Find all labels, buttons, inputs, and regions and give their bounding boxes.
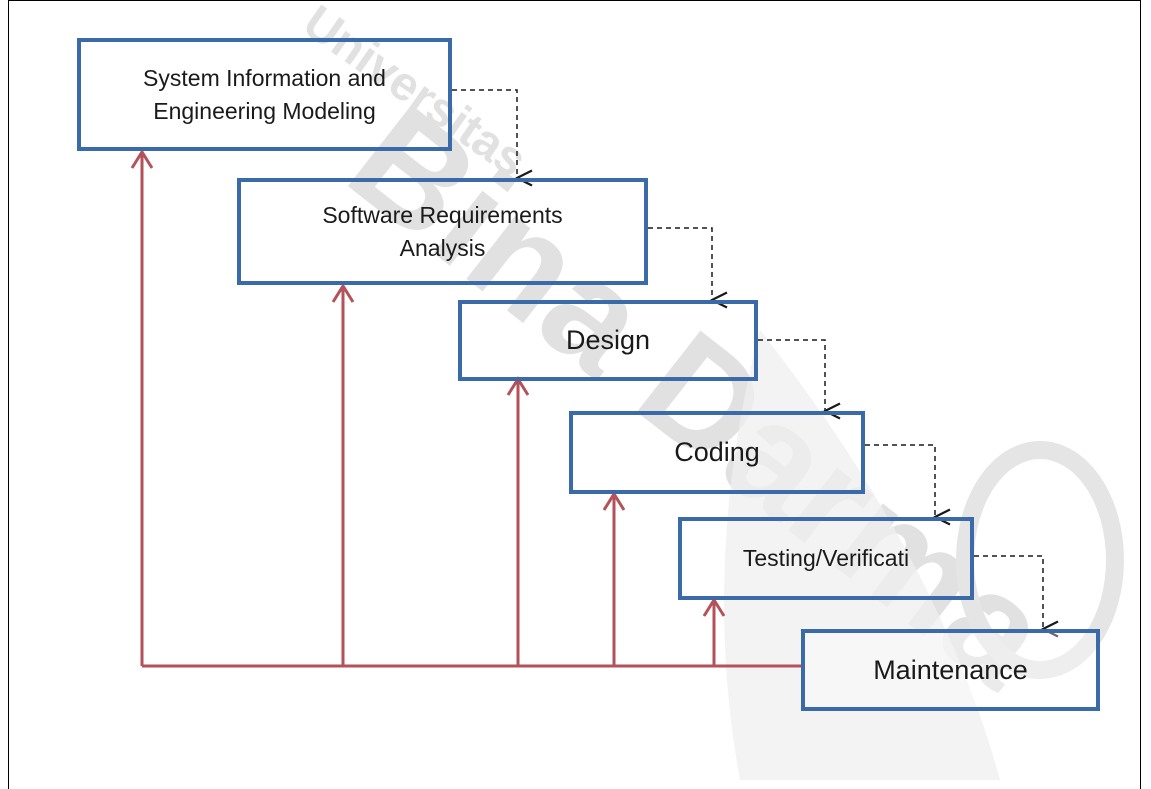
stage-testing-label: Testing/Verificati <box>742 545 910 571</box>
stage-system: System Information and Engineering Model… <box>77 38 452 151</box>
flow-design-to-coding <box>758 339 825 411</box>
stage-maintenance: Maintenance <box>801 629 1100 711</box>
stage-coding: Coding <box>569 411 865 494</box>
flow-coding-to-testing <box>865 444 935 517</box>
feedback-arrowhead-requirements <box>331 283 355 303</box>
stage-system-label: System Information and Engineering Model… <box>143 64 386 124</box>
feedback-arrowhead-coding <box>602 491 626 511</box>
stage-testing: Testing/Verificati <box>678 517 974 600</box>
feedback-arrowhead-system <box>130 149 154 169</box>
flow-requirements-to-design <box>648 227 712 300</box>
watermark-text-main: Bina Darma <box>320 73 1082 720</box>
stage-coding-label: Coding <box>674 437 760 467</box>
stage-requirements-label: Software Requirements Analysis <box>322 201 563 261</box>
flow-testing-to-maintenance <box>974 555 1043 629</box>
flow-connectors <box>452 89 1043 629</box>
flow-system-to-requirements <box>452 89 517 178</box>
stage-maintenance-label: Maintenance <box>873 654 1028 685</box>
stage-design: Design <box>458 300 758 381</box>
feedback-arrowhead-testing <box>702 597 726 617</box>
frame-border <box>8 0 1141 789</box>
feedback-lines <box>130 149 803 668</box>
stage-design-label: Design <box>565 325 651 355</box>
stage-requirements: Software Requirements Analysis <box>237 178 648 285</box>
watermark-seal <box>956 441 1124 679</box>
